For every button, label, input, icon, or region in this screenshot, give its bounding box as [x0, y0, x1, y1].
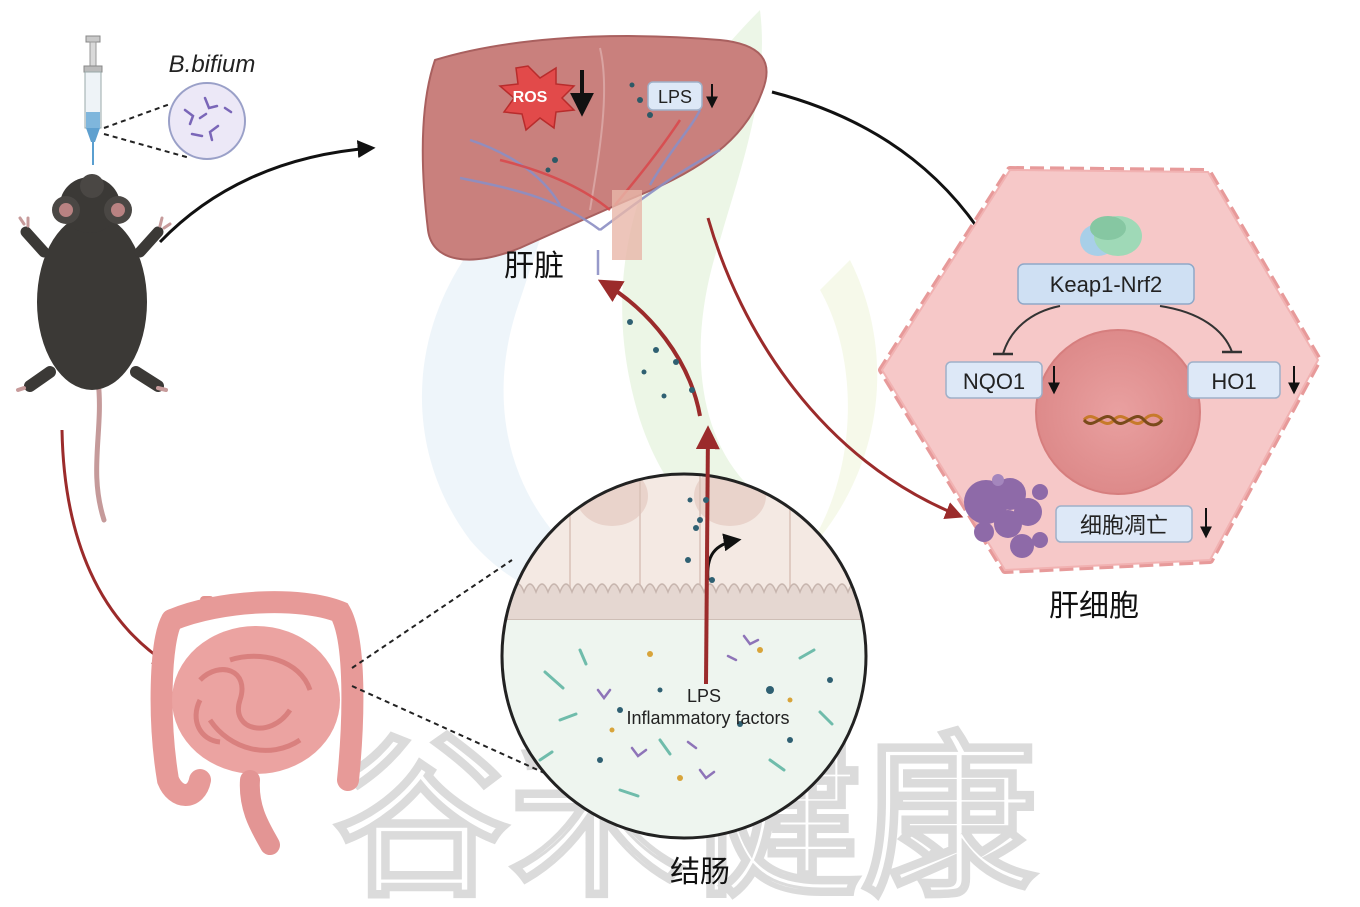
hepatocyte-label: 肝细胞	[1049, 589, 1139, 624]
syringe-icon	[83, 35, 103, 165]
colon-label: 结肠	[670, 855, 730, 890]
strain-label: B.bifium	[169, 51, 256, 78]
colon-lps-label: LPS	[687, 686, 721, 706]
apoptosis-label: 细胞凋亡	[1080, 514, 1168, 539]
mouse-icon	[16, 174, 172, 523]
keap1-nrf2-box	[1017, 263, 1195, 305]
liver-lps-box	[647, 81, 703, 111]
intestine-icon	[150, 591, 364, 855]
lps-particles	[627, 319, 709, 531]
nqo1-label: NQO1	[963, 369, 1025, 394]
nucleus	[1035, 329, 1201, 495]
hepatocyte-icon	[878, 166, 1322, 574]
ho1-label: HO1	[1211, 369, 1256, 394]
liver-lps-label: LPS	[658, 87, 692, 107]
inhibit-nqo1	[1002, 305, 1061, 355]
dna-icon	[1082, 413, 1164, 427]
inhibit-ho1	[1159, 305, 1233, 353]
protein-icon	[1080, 216, 1142, 256]
keap1-nrf2-label: Keap1-Nrf2	[1050, 272, 1163, 297]
colon-inflam-label: Inflammatory factors	[626, 708, 789, 728]
liver-label: 肝脏	[504, 249, 564, 284]
arrow-colon-to-liver	[695, 425, 720, 685]
ho1-box	[1187, 361, 1281, 399]
arrow-colon-to-liver-top	[597, 279, 702, 417]
bacteria-icon	[168, 82, 246, 160]
arrow-mouse-to-liver	[158, 140, 376, 244]
ros-label: ROS	[513, 89, 548, 106]
apoptosis-box	[1055, 505, 1193, 543]
arrow-liver-to-apoptosis	[706, 217, 964, 519]
arrow-mouse-to-intestine	[60, 429, 172, 666]
ros-burst-icon	[498, 65, 576, 132]
apoptotic-body-icon	[964, 474, 1048, 558]
nqo1-box	[945, 361, 1043, 399]
